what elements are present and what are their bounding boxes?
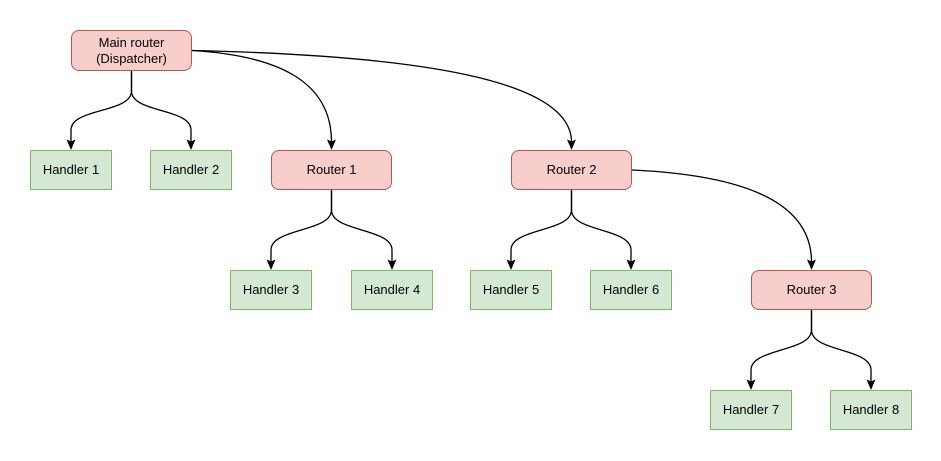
node-router-3: Router 3 (751, 270, 872, 310)
edge-router-2-to-handler-6 (570, 190, 632, 262)
arrowhead-icon (186, 139, 196, 150)
node-handler-6-label-line-1: Handler 6 (602, 282, 660, 297)
arrowhead-icon (66, 139, 76, 150)
node-handler-6: Handler 6 (590, 270, 672, 310)
node-handler-4-label-line-1: Handler 4 (363, 282, 421, 297)
edge-router-1-to-handler-4 (330, 190, 393, 262)
node-handler-7-label-line-1: Handler 7 (722, 402, 780, 417)
node-handler-2: Handler 2 (150, 150, 232, 190)
node-router-3-label-line-1: Router 3 (786, 282, 837, 297)
node-router-1-label-line-1: Router 1 (306, 162, 357, 177)
arrowhead-icon (866, 379, 876, 390)
edge-main-router-to-handler-2 (130, 71, 192, 142)
edge-router-2-to-router-3 (631, 169, 813, 263)
node-handler-5: Handler 5 (470, 270, 552, 310)
node-handler-3-label-line-1: Handler 3 (242, 282, 300, 297)
arrowhead-icon (266, 259, 276, 270)
arrowhead-icon (567, 139, 576, 150)
edge-router-1-to-handler-3 (270, 190, 333, 262)
edge-main-router-to-router-1 (191, 49, 333, 143)
node-handler-1-label-line-1: Handler 1 (42, 162, 100, 177)
node-main-router-label-line-2: (Dispatcher) (96, 50, 167, 66)
node-router-2: Router 2 (511, 150, 632, 190)
arrowhead-icon (387, 259, 397, 270)
node-main-router: Main router(Dispatcher) (71, 30, 192, 71)
arrowhead-icon (746, 379, 756, 390)
arrowhead-icon (327, 139, 336, 150)
edge-main-router-to-handler-1 (70, 71, 133, 142)
edge-router-3-to-handler-8 (810, 310, 872, 382)
node-handler-8-label-line-1: Handler 8 (842, 402, 900, 417)
node-handler-7: Handler 7 (710, 390, 792, 430)
node-main-router-label-line-1: Main router (98, 34, 165, 50)
node-handler-3: Handler 3 (230, 270, 312, 310)
node-handler-2-label-line-1: Handler 2 (162, 162, 220, 177)
arrowhead-icon (506, 259, 516, 270)
edge-router-2-to-handler-5 (510, 190, 573, 262)
node-router-2-label-line-1: Router 2 (546, 162, 597, 177)
node-router-1: Router 1 (271, 150, 392, 190)
node-handler-5-label-line-1: Handler 5 (482, 282, 540, 297)
node-handler-8: Handler 8 (830, 390, 912, 430)
arrowhead-icon (626, 259, 636, 270)
node-handler-1: Handler 1 (30, 150, 112, 190)
node-handler-4: Handler 4 (351, 270, 433, 310)
edge-main-router-to-router-2 (191, 49, 573, 143)
edge-router-3-to-handler-7 (750, 310, 813, 382)
arrowhead-icon (807, 259, 816, 270)
